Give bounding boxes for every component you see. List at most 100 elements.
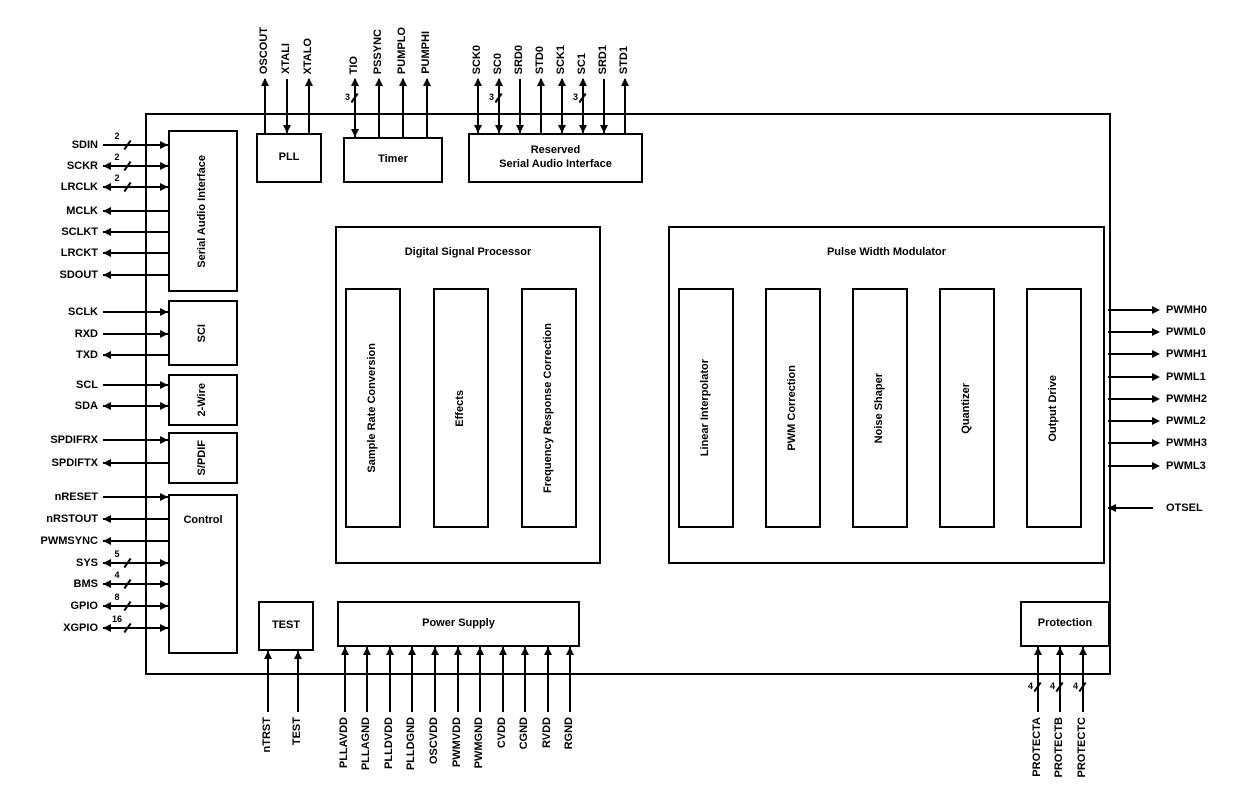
block-quantizer-label: Quantizer [960,382,973,434]
block-protection: Protection [1020,601,1110,647]
pin-SCK0-label: SCK0 [471,44,483,74]
pin-PLLAGND-line [366,647,368,712]
pin-GPIO-line [103,605,168,607]
pin-SYS-label: SYS [75,557,98,569]
pin-XTALO-arrow-out [305,78,313,86]
pin-SCLKT-arrow-out [103,228,111,236]
pin-MCLK-arrow-out [103,207,111,215]
pin-PLLDVDD-arrow [386,647,394,655]
pin-PUMPHI-label: PUMPHI [420,31,432,74]
pin-SYS-line [103,562,168,564]
pin-LRCLK-arrow-out [103,183,111,191]
pin-STD1-line [624,79,626,133]
pin-SCL-line [103,384,168,386]
pin-PWMVDD-label: PWMVDD [451,717,463,768]
pin-CVDD-label: CVDD [496,717,508,749]
pin-TEST-arrow [294,651,302,659]
pin-XTALI-arrow-in [283,125,291,133]
pin-BMS-label: BMS [73,578,98,590]
pin-LRCKT-line [103,252,168,254]
pin-PROTECTA-arrow [1034,647,1042,655]
pin-nRSTOUT-arrow-out [103,515,111,523]
pin-PWMSYNC-label: PWMSYNC [40,535,98,547]
block-dsp-title: Digital Signal Processor [404,246,532,258]
pin-SCK1-arrow-in [558,125,566,133]
pin-PWMH1-label: PWMH1 [1166,348,1207,360]
pin-LRCLK-bus-count: 2 [114,173,120,183]
pin-PROTECTA-line [1037,647,1039,712]
pin-SDIN-bus-count: 2 [114,131,120,141]
pin-nTRST-label: nTRST [261,717,273,753]
pin-CVDD-arrow [499,647,507,655]
pin-SCLK-label: SCLK [68,306,98,318]
pin-RXD-arrow-in [160,330,168,338]
pin-STD1-arrow-out [621,78,629,86]
pin-SCK1-arrow-out [558,78,566,86]
pin-PROTECTA-label: PROTECTA [1031,717,1043,777]
pin-PWML2-line [1108,420,1153,422]
pin-LRCKT-arrow-out [103,249,111,257]
pin-STD1-label: STD1 [618,45,630,74]
pin-PWML2-label: PWML2 [1166,415,1206,427]
pin-XGPIO-bus-count: 16 [111,614,122,624]
pin-PWML3-line [1108,465,1153,467]
pin-PWML0-arrow [1152,328,1160,336]
pin-BMS-line [103,583,168,585]
pin-OTSEL-line [1108,507,1153,509]
pin-GPIO-label: GPIO [70,600,98,612]
block-noise-shaper: Noise Shaper [852,288,908,528]
pin-PWMH2-label: PWMH2 [1166,393,1207,405]
block-pwm-correction: PWM Correction [765,288,821,528]
pin-OSCOUT-arrow-out [261,78,269,86]
block-sample-rate-conversion: Sample Rate Conversion [345,288,401,528]
block-sample-rate-conversion-label: Sample Rate Conversion [366,343,379,473]
pin-PWML0-line [1108,331,1153,333]
pin-nRESET-line [103,496,168,498]
pin-PROTECTC-bus-count: 4 [1072,681,1078,691]
pin-PWML3-label: PWML3 [1166,460,1206,472]
pin-PLLAGND-arrow [363,647,371,655]
pin-BMS-bus-count: 4 [114,570,120,580]
pin-PWMH3-label: PWMH3 [1166,437,1207,449]
pin-TXD-arrow-out [103,351,111,359]
pin-GPIO-arrow-in [160,602,168,610]
block-test-label: TEST [271,619,301,632]
pin-nTRST-arrow [264,651,272,659]
pin-TIO-arrow-out [351,78,359,86]
block-timer: Timer [343,137,443,183]
pin-RVDD-arrow [544,647,552,655]
block-effects: Effects [433,288,489,528]
pin-XTALI-line [286,79,288,133]
pin-PLLAVDD-label: PLLAVDD [338,717,350,769]
pin-SCKR-arrow-in [160,162,168,170]
pin-SRD1-label: SRD1 [597,44,609,74]
pin-OSCVDD-line [434,647,436,712]
pin-PUMPHI-arrow-out [423,78,431,86]
pin-LRCLK-arrow-in [160,183,168,191]
pin-PWMVDD-line [457,647,459,712]
pin-MCLK-label: MCLK [66,205,98,217]
pin-PLLDGND-arrow [408,647,416,655]
pin-SCLKT-label: SCLKT [61,226,98,238]
pin-OTSEL-label: OTSEL [1166,502,1203,514]
pin-TIO-arrow-in [351,129,359,137]
pin-TEST-label: TEST [291,717,303,746]
pin-LRCLK-label: LRCLK [60,181,98,193]
pin-PLLDGND-line [411,647,413,712]
pin-XGPIO-line [103,627,168,629]
pin-SC1-label: SC1 [576,52,588,74]
block-serial-audio-interface-label: Serial Audio Interface [196,154,209,268]
pin-SRD1-line [603,79,605,133]
pin-SPDIFRX-label: SPDIFRX [50,434,98,446]
pin-XGPIO-label: XGPIO [63,622,98,634]
pin-PUMPLO-label: PUMPLO [396,26,408,74]
pin-SCL-arrow-in [160,381,168,389]
pin-PWMGND-line [479,647,481,712]
pin-SC1-bus-count: 3 [572,92,578,102]
pin-PWMH3-line [1108,442,1153,444]
block-pll: PLL [256,133,322,183]
pin-SCK1-label: SCK1 [555,44,567,74]
block-power-supply: Power Supply [337,601,580,647]
pin-STD0-line [540,79,542,133]
pin-PWMGND-label: PWMGND [473,717,485,769]
